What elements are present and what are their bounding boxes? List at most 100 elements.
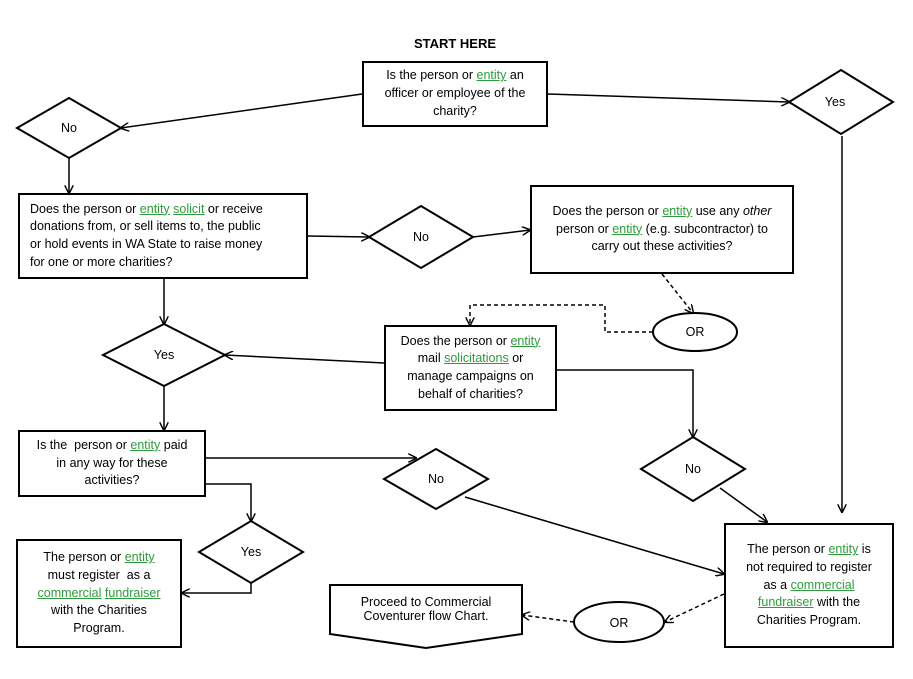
text-line: Is the person or entity paid <box>37 437 188 455</box>
text-run: for one or more charities? <box>30 254 173 269</box>
glossary-link[interactable]: entity <box>612 221 643 236</box>
glossary-link[interactable]: solicitations <box>444 351 509 366</box>
glossary-link[interactable]: entity <box>130 437 161 452</box>
box-solicit-question: Does the person or entity solicit or rec… <box>18 193 308 279</box>
glossary-link[interactable]: entity <box>828 542 859 557</box>
text-run: donations from, or sell items to, the pu… <box>30 219 261 234</box>
glossary-link[interactable]: entity <box>662 203 693 218</box>
glossary-link[interactable]: commercial <box>790 577 855 592</box>
glossary-link[interactable]: commercial <box>37 585 102 600</box>
text-run: with the <box>813 595 861 610</box>
arrow-no-to-other-person <box>472 230 530 238</box>
start-here-title: START HERE <box>413 36 497 51</box>
text-line: Charities Program. <box>746 612 872 630</box>
text-run: charity? <box>433 103 477 118</box>
text-line: officer or employee of the <box>385 85 526 103</box>
text-run: not required to register <box>746 559 872 574</box>
arrow-yes-to-must-register <box>182 583 252 593</box>
dashed-not-required-to-or <box>665 593 725 622</box>
text-run: manage campaigns on <box>407 369 534 383</box>
decision-no-mid: No <box>413 230 429 244</box>
text-line: donations from, or sell items to, the pu… <box>30 218 263 236</box>
arrow-no-paid-to-not-required <box>464 496 724 574</box>
glossary-link[interactable]: entity <box>139 201 170 216</box>
decision-no-mail: No <box>685 462 701 476</box>
text-line: activities? <box>37 472 188 490</box>
text-run: as a <box>763 577 791 592</box>
text-line: must register as a <box>38 567 161 585</box>
text-run: or hold events in WA State to raise mone… <box>30 237 263 251</box>
text-run: The person or <box>747 542 829 557</box>
decision-yes-paid: Yes <box>240 545 262 559</box>
glossary-link[interactable]: entity <box>510 333 541 348</box>
text-line: The person or entity <box>38 549 161 567</box>
decision-no-top-shape <box>14 96 124 160</box>
text-run: in any way for these <box>56 455 168 470</box>
text-line: for one or more charities? <box>30 254 263 272</box>
text-run: or receive <box>204 201 263 216</box>
text-run: Charities Program. <box>756 613 862 628</box>
text-line: Does the person or entity solicit or rec… <box>30 201 263 219</box>
dashed-or-to-mail <box>470 304 653 333</box>
text-run: use any <box>692 203 743 218</box>
text-line: Coventurer flow Chart. <box>361 609 492 623</box>
arrow-officer-to-yes <box>547 93 789 102</box>
text-run: is <box>858 542 871 557</box>
glossary-link[interactable]: entity <box>124 550 155 565</box>
text-run: with the Charities <box>51 603 147 618</box>
text-run: Does the person or <box>400 333 511 348</box>
arrow-no-to-not-required <box>719 487 767 522</box>
arrow-officer-to-no <box>121 93 363 128</box>
or-connector-upper: OR <box>685 325 705 339</box>
decision-yes-top-shape <box>787 68 895 136</box>
arrow-paid-to-yes <box>206 483 251 521</box>
decision-yes-top: Yes <box>824 95 846 109</box>
decision-no-top: No <box>61 121 77 135</box>
decision-yes-mid: Yes <box>153 348 175 362</box>
text-line: fundraiser with the <box>746 594 872 612</box>
decision-no-paid-shape <box>381 447 491 511</box>
text-run: officer or employee of the <box>384 86 526 101</box>
decision-no-paid: No <box>428 472 444 486</box>
glossary-link[interactable]: solicit <box>173 201 205 216</box>
coventurer-shape <box>329 584 523 650</box>
glossary-link[interactable]: entity <box>476 68 507 83</box>
text-line: Program. <box>38 620 161 638</box>
text-line: person or entity (e.g. subcontractor) to <box>553 221 772 239</box>
text-run: paid <box>160 437 188 452</box>
text-run: person or <box>556 221 613 236</box>
text-line: behalf of charities? <box>401 386 541 404</box>
text-line: Is the person or entity an <box>385 67 526 85</box>
text-line: commercial fundraiser <box>38 585 161 603</box>
dashed-other-to-or <box>661 273 693 313</box>
glossary-link[interactable]: fundraiser <box>104 585 161 600</box>
text-run: Coventurer flow Chart. <box>363 609 489 623</box>
text-run: an <box>506 68 524 83</box>
text-run: Does the person or <box>30 201 140 216</box>
text-run: The person or <box>43 550 125 565</box>
text-run: carry out these activities? <box>591 239 733 254</box>
dashed-or-to-coventurer <box>522 615 575 623</box>
text-run: or <box>508 351 524 366</box>
text-run: Program. <box>73 621 125 636</box>
text-line: Proceed to Commercial <box>361 595 492 609</box>
text-line: in any way for these <box>37 455 188 473</box>
text-line: Does the person or entity <box>401 333 541 351</box>
box-not-required: The person or entity is not required to r… <box>724 523 894 648</box>
or-connector-lower-shape <box>573 601 665 643</box>
glossary-link[interactable]: fundraiser <box>757 595 814 610</box>
decision-no-mid-shape <box>367 204 475 270</box>
decision-yes-mid-shape <box>100 322 228 388</box>
decision-no-mail-shape <box>639 435 747 503</box>
text-line: Does the person or entity use any other <box>553 203 772 221</box>
